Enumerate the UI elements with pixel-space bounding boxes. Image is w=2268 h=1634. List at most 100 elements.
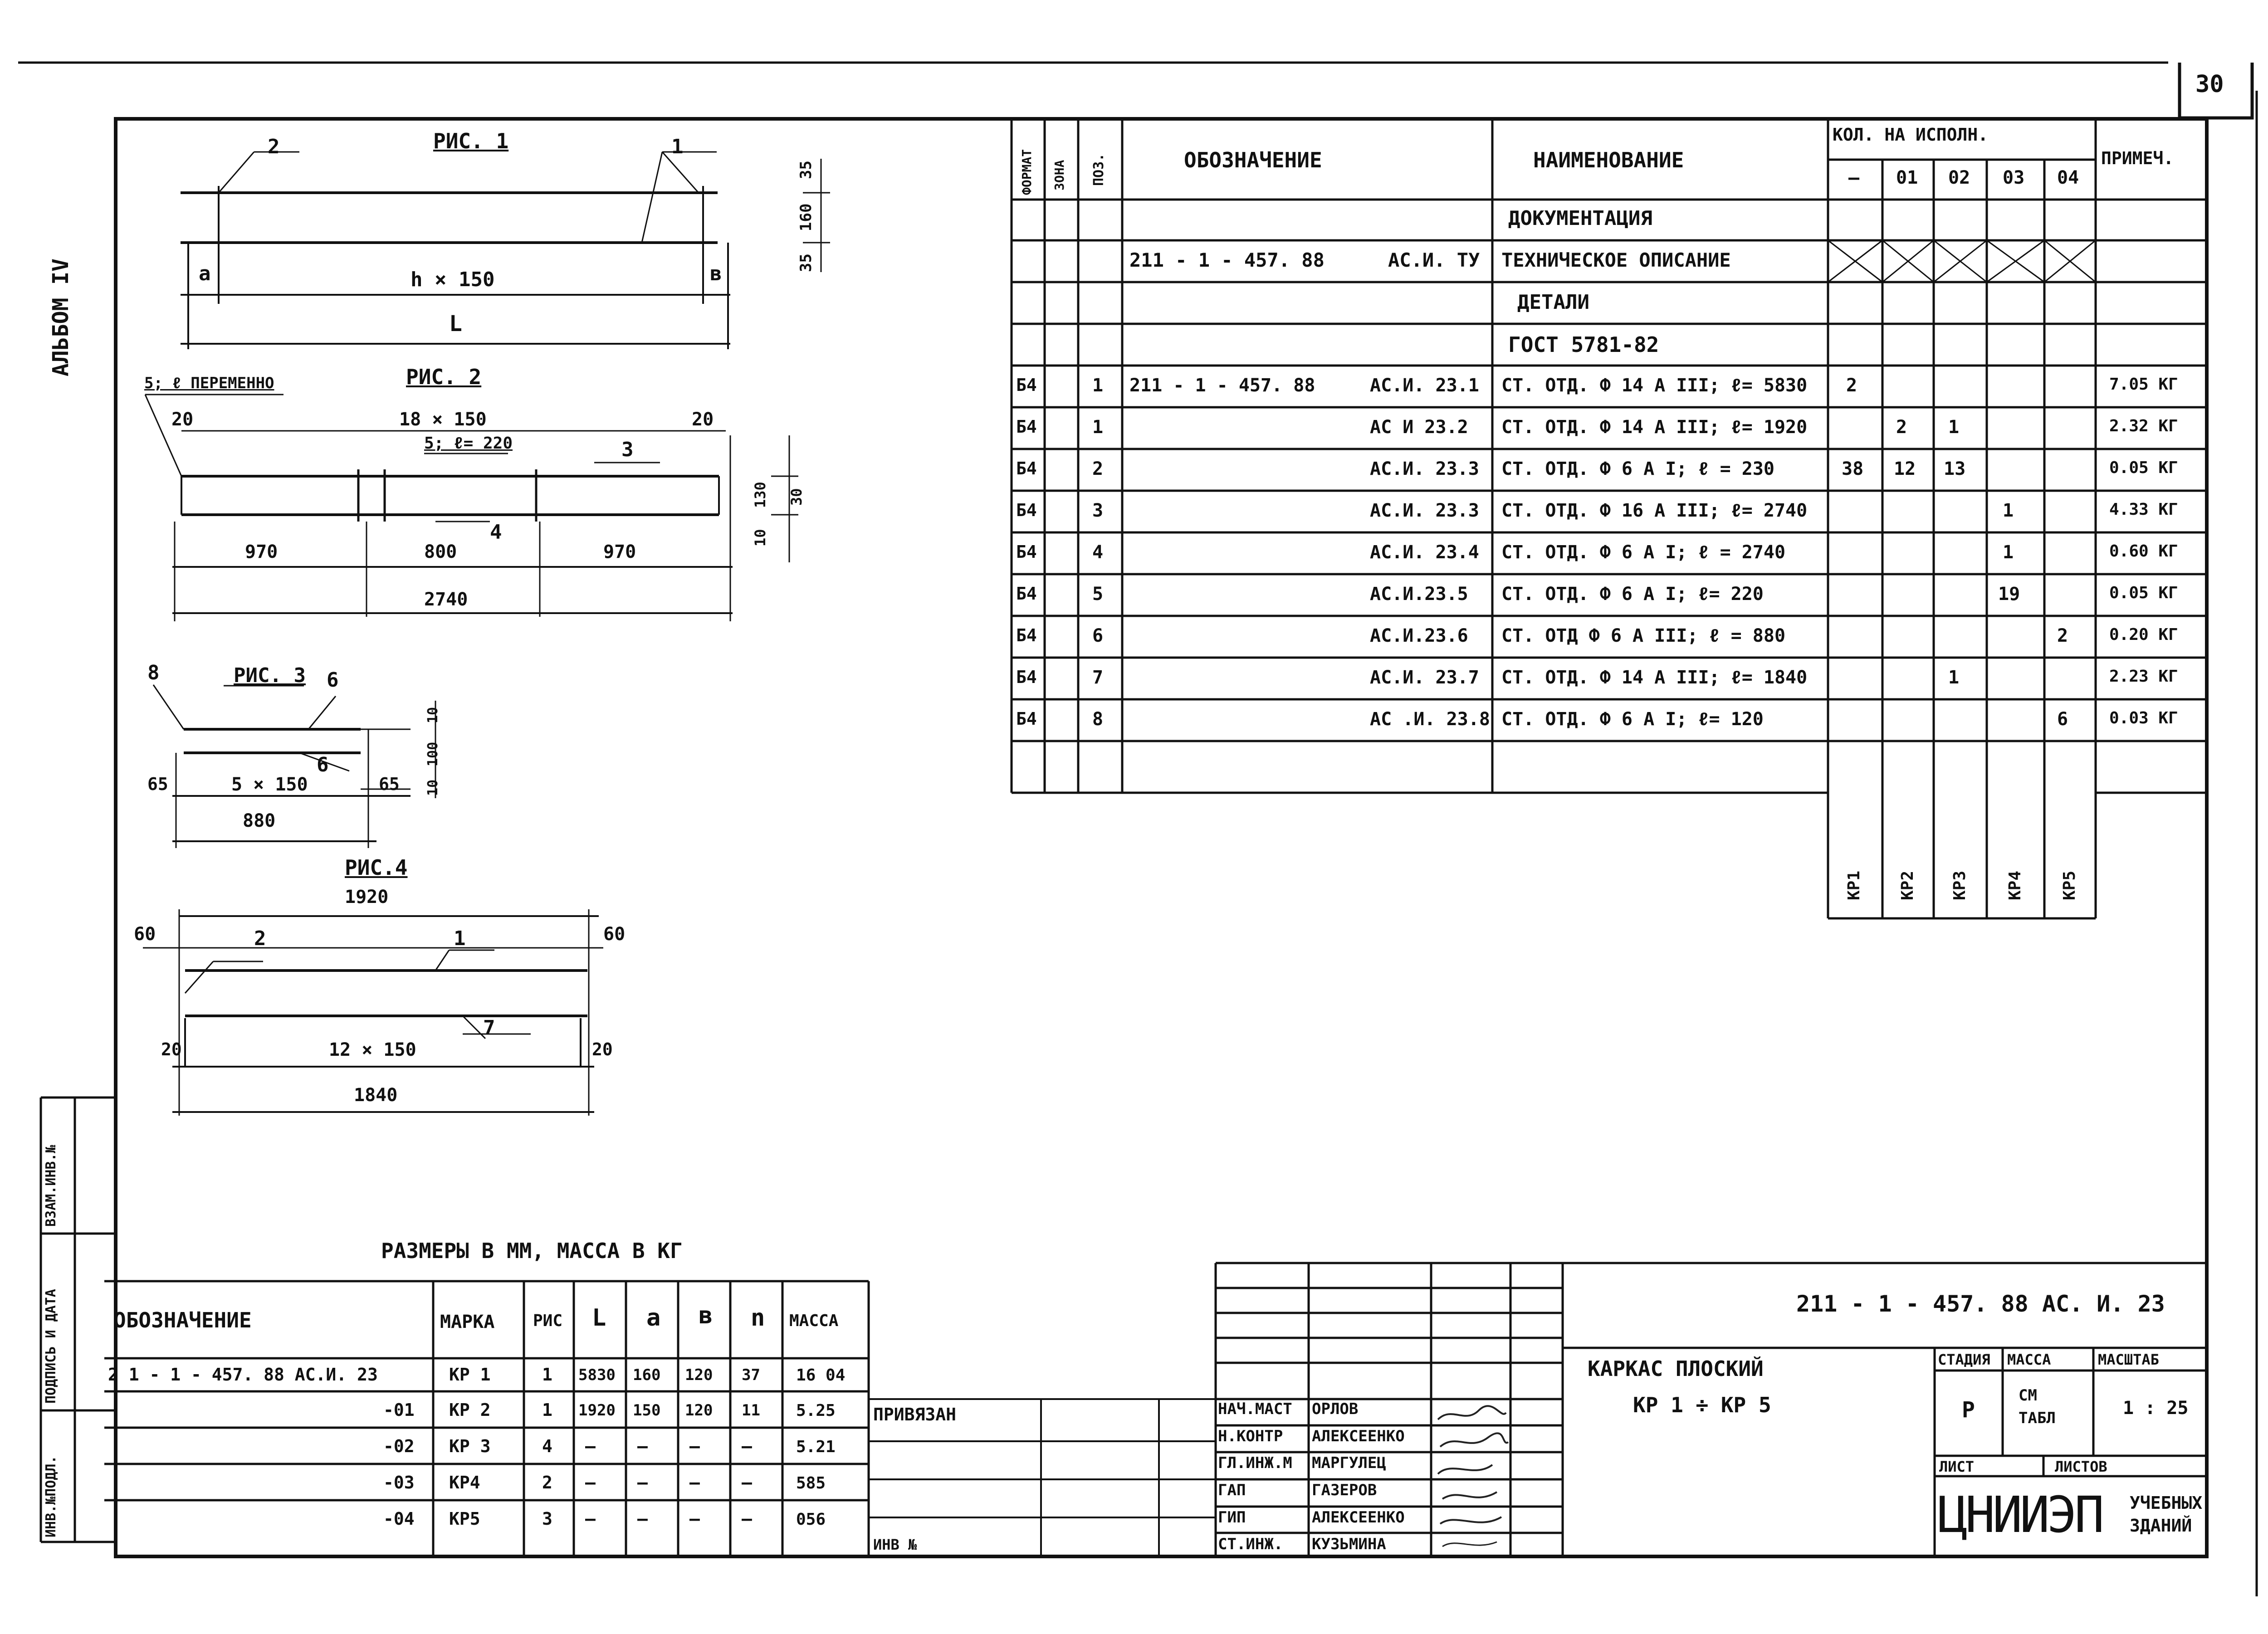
spec-row-q2: 1	[1948, 417, 1960, 438]
bound-label: ПРИВЯЗАН	[873, 1405, 957, 1424]
person-role: СТ.ИНЖ.	[1218, 1535, 1283, 1553]
marks-row-a: —	[637, 1436, 648, 1456]
spec-header-qty: КОЛ. НА ИСПОЛН.	[1833, 125, 1989, 145]
spec-row-q2: 13	[1944, 458, 1966, 479]
figure-3-span: 5 × 150	[231, 774, 308, 795]
spec-row-q4: 6	[2057, 709, 2068, 730]
figure-2-s1: 970	[245, 541, 278, 562]
title-block-grid	[1214, 1262, 2207, 1556]
marks-header-designation: ОБОЗНАЧЕНИЕ	[113, 1308, 252, 1332]
spec-row-designation: 211 - 1 - 457. 88	[1129, 375, 1315, 396]
figure-4-title: РИС.4	[345, 855, 408, 880]
figure-3-h3: 10	[425, 779, 441, 796]
figure-4-pos-b: 1	[454, 927, 466, 950]
marks-row-a: 150	[633, 1401, 661, 1419]
marks-header-n: n	[751, 1304, 765, 1332]
spec-row-name: СТ. ОТД. Ф 16 А III; ℓ= 2740	[1501, 500, 1808, 521]
marks-row-designation: -03	[383, 1473, 415, 1493]
spec-row-name: СТ. ОТД Ф 6 А III; ℓ = 880	[1501, 625, 1786, 646]
spec-row-q3: 1	[2003, 542, 2014, 563]
marks-row-n: 11	[742, 1401, 760, 1419]
marks-row-fig: 1	[542, 1400, 552, 1420]
sheet-number: 30	[2195, 71, 2224, 98]
spec-row-name: СТ. ОТД. Ф 14 А III; ℓ= 1920	[1501, 417, 1808, 438]
spec-row-q0: 2	[1846, 375, 1857, 396]
spec-row-name: СТ. ОТД. Ф 14 А III; ℓ= 5830	[1501, 375, 1808, 396]
spec-row-format: Б4	[1016, 458, 1037, 478]
spec-row-mass: 0.05 КГ	[2109, 458, 2178, 477]
marks-row-b: 120	[685, 1366, 713, 1384]
marks-row-a: —	[637, 1473, 648, 1493]
spec-mark-1: КР1	[1845, 870, 1863, 900]
spec-doc-designation: 211 - 1 - 457. 88	[1129, 249, 1325, 271]
figure-3-s-right: 65	[379, 774, 400, 794]
org-line-3: ЗДАНИЙ	[2130, 1516, 2192, 1536]
figure-4-geometry	[143, 909, 603, 1116]
spec-header-pos: ПОЗ.	[1091, 153, 1107, 186]
marks-row-n: —	[742, 1436, 752, 1456]
figure-2-geometry	[144, 394, 798, 621]
title-line-2: КР 1 ÷ КР 5	[1633, 1393, 1771, 1417]
spec-row-mass: 0.60 КГ	[2109, 542, 2178, 561]
figure-4-top-total: 1920	[345, 887, 389, 907]
figure-4-d-right: 60	[603, 924, 626, 945]
figure-2-inner-note: 5; ℓ= 220	[424, 434, 513, 453]
figure-4-b-left: 20	[161, 1039, 182, 1059]
left-strip-sign: ПОДПИСЬ И ДАТА	[43, 1289, 59, 1404]
spec-row-pos: 1	[1092, 417, 1104, 438]
figure-3-pos-right: 6	[327, 668, 339, 692]
figure-3-pos-left: 8	[147, 661, 160, 684]
figure-1-left: а	[199, 262, 211, 285]
marks-row-mark: КР 3	[449, 1436, 491, 1456]
marks-row-fig: 2	[542, 1473, 552, 1493]
bound-inv: ИНВ №	[873, 1536, 917, 1553]
spec-row-code: АС.И.23.6	[1370, 625, 1468, 646]
figure-1-dim-bot: 35	[797, 254, 815, 272]
title-stage: Р	[1962, 1397, 1975, 1423]
marks-row-b: 120	[685, 1401, 713, 1419]
spec-row-code: АС.И. 23.3	[1370, 458, 1479, 479]
marks-row-mark: КР 2	[449, 1400, 491, 1420]
spec-row-pos: 7	[1092, 667, 1104, 688]
figure-4-span: 12 × 150	[329, 1039, 416, 1060]
spec-row-code: АС.И. 23.4	[1370, 542, 1479, 563]
marks-row-designation: -01	[383, 1400, 415, 1420]
spec-row-q1: 2	[1896, 417, 1907, 438]
spec-row-format: Б4	[1016, 709, 1037, 729]
figure-3-total: 880	[243, 810, 276, 831]
title-line-1: КАРКАС ПЛОСКИЙ	[1588, 1356, 1764, 1381]
figure-4-total: 1840	[354, 1085, 398, 1106]
marks-row-a: —	[637, 1509, 648, 1529]
spec-row-format: Б4	[1016, 500, 1037, 520]
signatures	[1437, 1405, 1509, 1547]
spec-row-code: АС .И. 23.8	[1370, 709, 1490, 730]
person-role: Н.КОНТР	[1218, 1427, 1283, 1445]
marks-row-fig: 3	[542, 1509, 552, 1529]
figure-2-step: 18 × 150	[399, 409, 487, 430]
figure-4-pos-a: 2	[254, 927, 266, 950]
marks-row-L: —	[585, 1473, 596, 1493]
spec-row-mass: 0.05 КГ	[2109, 584, 2178, 602]
spec-mark-4: КР4	[2006, 870, 2024, 900]
figure-1-span: h × 150	[411, 268, 495, 291]
figure-2-total: 2740	[424, 589, 468, 610]
marks-table-grid	[104, 1280, 870, 1556]
marks-row-designation: -02	[383, 1436, 415, 1456]
figure-1-total: L	[449, 311, 462, 337]
spec-row-name: СТ. ОТД. Ф 6 А I; ℓ= 220	[1501, 584, 1764, 605]
left-strip-inv: ИНВ.№ПОДЛ.	[43, 1455, 59, 1537]
figure-1-pos-right: 1	[671, 135, 684, 158]
marks-row-L: —	[585, 1436, 596, 1456]
marks-row-mark: КР4	[449, 1473, 480, 1493]
marks-row-a: 160	[633, 1366, 661, 1384]
spec-row-q2: 1	[1948, 667, 1960, 688]
spec-row-q1: 12	[1894, 458, 1916, 479]
figure-3-s-left: 65	[147, 774, 168, 794]
spec-doc-section: ДОКУМЕНТАЦИЯ	[1508, 207, 1652, 230]
figure-2-h2: 30	[788, 488, 805, 506]
spec-row-q0: 38	[1842, 458, 1864, 479]
spec-row-pos: 4	[1092, 542, 1104, 563]
spec-header-designation: ОБОЗНАЧЕНИЕ	[1184, 148, 1322, 172]
title-scale-label: МАСШТАБ	[2098, 1351, 2159, 1368]
spec-row-pos: 2	[1092, 458, 1104, 479]
